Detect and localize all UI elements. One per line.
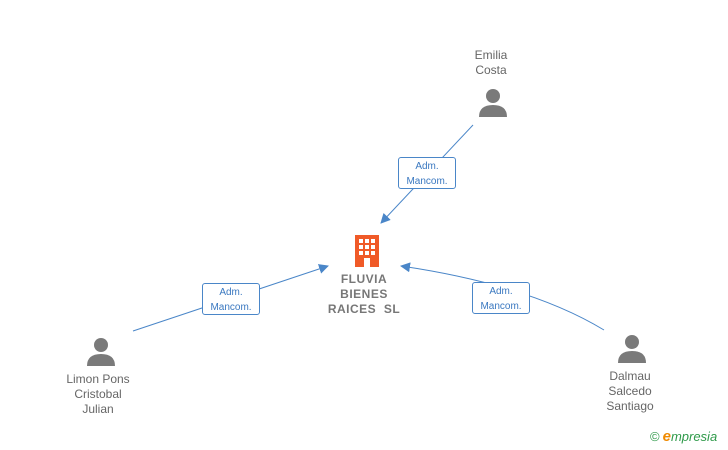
person-icon bbox=[479, 89, 507, 117]
role-line-1: Adm. bbox=[489, 286, 513, 297]
building-icon bbox=[355, 235, 379, 267]
role-badge-dalmau-salcedo[interactable]: Adm. Mancom. bbox=[472, 282, 530, 314]
person-name-emilia-costa[interactable]: Emilia Costa bbox=[441, 48, 541, 78]
person-name-line: Cristobal bbox=[74, 387, 122, 401]
company-name-line: BIENES bbox=[340, 287, 388, 301]
person-name-dalmau-salcedo[interactable]: Dalmau Salcedo Santiago bbox=[580, 369, 680, 414]
company-name-line: FLUVIA bbox=[340, 272, 388, 286]
role-line-2: Mancom. bbox=[210, 302, 252, 313]
person-name-line: Costa bbox=[475, 63, 507, 77]
brand-rest: mpresia bbox=[670, 429, 718, 444]
person-icon bbox=[618, 335, 646, 363]
person-icon bbox=[87, 338, 115, 366]
role-line-1: Adm. bbox=[415, 161, 439, 172]
role-badge-limon-pons[interactable]: Adm. Mancom. bbox=[202, 283, 260, 315]
copyright-symbol: © bbox=[650, 429, 660, 444]
brand-initial: e bbox=[662, 428, 671, 445]
company-name-line: RAICES SL bbox=[327, 302, 401, 316]
role-line-2: Mancom. bbox=[480, 301, 522, 312]
role-badge-emilia-costa[interactable]: Adm. Mancom. bbox=[398, 157, 456, 189]
person-name-line: Limon Pons bbox=[66, 372, 130, 386]
person-name-line: Santiago bbox=[606, 399, 654, 413]
person-name-line: Julian bbox=[82, 402, 114, 416]
person-name-line: Salcedo bbox=[608, 384, 652, 398]
empresia-logo: ©empresia bbox=[650, 428, 717, 445]
role-line-1: Adm. bbox=[219, 287, 243, 298]
person-name-limon-pons[interactable]: Limon Pons Cristobal Julian bbox=[48, 372, 148, 417]
role-line-2: Mancom. bbox=[406, 176, 448, 187]
company-name[interactable]: FLUVIA BIENES RAICES SL bbox=[304, 272, 424, 317]
person-name-line: Emilia bbox=[474, 48, 508, 62]
person-name-line: Dalmau bbox=[609, 369, 651, 383]
